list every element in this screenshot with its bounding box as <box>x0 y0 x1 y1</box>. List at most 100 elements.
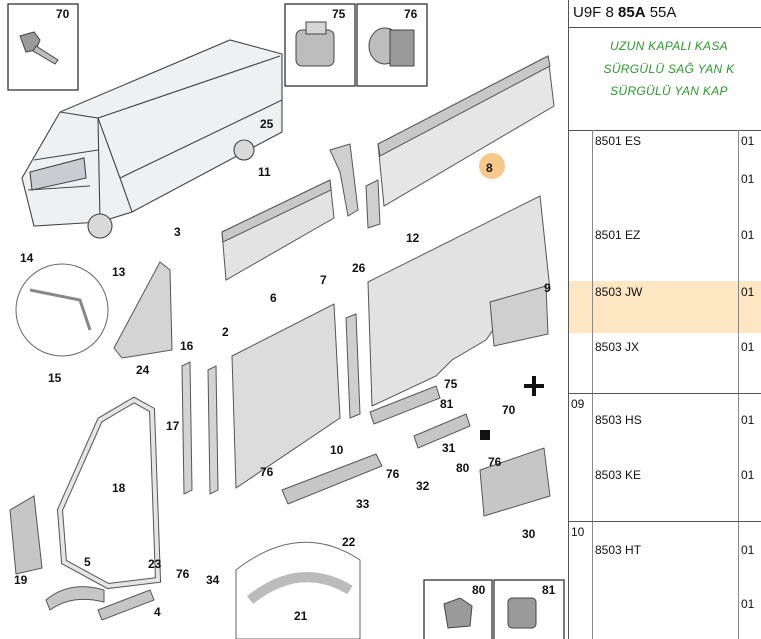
callout-34[interactable]: 34 <box>206 573 220 587</box>
callout-70-top: 70 <box>56 7 70 21</box>
callout-76-top: 76 <box>404 7 418 21</box>
roof-side-panel-12[interactable] <box>377 55 555 207</box>
parts-diagram: 70 75 76 <box>7 3 565 639</box>
row-8501EZ-code[interactable]: 8501 EZ <box>595 228 641 242</box>
row-8503HT-code[interactable]: 8503 HT <box>595 543 642 557</box>
post-2[interactable] <box>207 365 219 495</box>
highlighted-row <box>569 281 761 333</box>
callout-3[interactable]: 3 <box>174 225 181 239</box>
callout-10[interactable]: 10 <box>330 443 344 457</box>
callout-80[interactable]: 80 <box>456 461 470 475</box>
row-8501ES-v2: 01 <box>741 172 755 186</box>
wheel-arch-5[interactable] <box>45 586 105 611</box>
callout-26[interactable]: 26 <box>352 261 366 275</box>
callout-14[interactable]: 14 <box>20 251 34 265</box>
callout-22[interactable]: 22 <box>342 535 356 549</box>
panel-30[interactable] <box>479 447 551 517</box>
callout-76-mid[interactable]: 76 <box>260 465 274 479</box>
sill-32[interactable] <box>413 413 471 449</box>
van-illustration <box>21 39 283 239</box>
section-divider-3 <box>569 521 761 522</box>
callout-15[interactable]: 15 <box>48 371 62 385</box>
callout-76-right[interactable]: 76 <box>488 455 502 469</box>
header-divider <box>569 27 761 28</box>
inset-box-81-bottom[interactable]: 81 <box>493 579 565 639</box>
inset-box-80-bottom[interactable]: 80 <box>423 579 493 639</box>
row-8503KE-v1: 01 <box>741 468 755 482</box>
post-16[interactable] <box>181 361 193 495</box>
inset-box-70[interactable]: 70 <box>7 3 79 91</box>
callout-80-bottom: 80 <box>472 583 486 597</box>
callout-12[interactable]: 12 <box>406 231 420 245</box>
callout-4[interactable]: 4 <box>154 605 161 619</box>
callout-9[interactable]: 9 <box>544 281 551 295</box>
row-8503HT-v1: 01 <box>741 543 755 557</box>
callout-13[interactable]: 13 <box>112 265 126 279</box>
column-divider-right <box>738 130 739 639</box>
bracket-26[interactable] <box>365 179 381 229</box>
callout-23[interactable]: 23 <box>148 557 162 571</box>
callout-17[interactable]: 17 <box>166 419 180 433</box>
panel-header: U9F 8 85A 55A <box>573 4 676 21</box>
section-divider-1 <box>569 130 761 131</box>
sliding-door-6[interactable] <box>231 303 341 489</box>
row-8503HT-v2: 01 <box>741 597 755 611</box>
row-8503KE-code[interactable]: 8503 KE <box>595 468 642 482</box>
title-line-1: UZUN KAPALI KASA <box>610 39 728 53</box>
title-line-2: SÜRGÜLÜ SAĞ YAN K <box>603 62 735 76</box>
callout-21[interactable]: 21 <box>294 609 308 623</box>
row-8503JW-v1: 01 <box>741 285 755 299</box>
sill-10[interactable] <box>369 385 441 425</box>
row-8503JX-code[interactable]: 8503 JX <box>595 340 640 354</box>
callout-7[interactable]: 7 <box>320 273 327 287</box>
callout-70[interactable]: 70 <box>502 403 516 417</box>
column-divider-left <box>592 130 593 639</box>
callout-25[interactable]: 25 <box>260 117 274 131</box>
frame-24[interactable] <box>56 396 162 590</box>
row-8503JW-code[interactable]: 8503 JW <box>595 285 643 299</box>
inset-box-76[interactable]: 76 <box>356 3 428 87</box>
parts-list-panel: U9F 8 85A 55A UZUN KAPALI KASA SÜRGÜLÜ S… <box>568 0 761 639</box>
strip-4[interactable] <box>97 589 155 621</box>
pillar-25[interactable] <box>329 143 359 217</box>
callout-16[interactable]: 16 <box>180 339 194 353</box>
callout-76-sill[interactable]: 76 <box>386 467 400 481</box>
row-8501ES-v1: 01 <box>741 134 755 148</box>
side-panel-11[interactable] <box>221 179 335 281</box>
pillar-19[interactable] <box>9 495 43 575</box>
callout-81[interactable]: 81 <box>440 397 454 411</box>
callout-75[interactable]: 75 <box>444 377 458 391</box>
callout-18[interactable]: 18 <box>112 481 126 495</box>
row-8503JX-v1: 01 <box>741 340 755 354</box>
pillar-3[interactable] <box>113 261 173 359</box>
row-8503HS-v1: 01 <box>741 413 755 427</box>
detail-circle-21 <box>235 541 361 639</box>
title-line-3: SÜRGÜLÜ YAN KAP <box>610 84 728 98</box>
callout-75-top: 75 <box>332 7 346 21</box>
row-8503HS-code[interactable]: 8503 HS <box>595 413 642 427</box>
panel-9[interactable] <box>489 285 549 347</box>
marker-square <box>480 430 490 440</box>
callout-31[interactable]: 31 <box>442 441 456 455</box>
callout-30[interactable]: 30 <box>522 527 536 541</box>
callout-76-low[interactable]: 76 <box>176 567 190 581</box>
callout-32[interactable]: 32 <box>416 479 430 493</box>
post-7[interactable] <box>345 313 361 419</box>
section-divider-2 <box>569 393 761 394</box>
callout-11[interactable]: 11 <box>258 165 271 179</box>
sill-33[interactable] <box>281 453 383 505</box>
callout-24[interactable]: 24 <box>136 363 150 377</box>
inset-box-75[interactable]: 75 <box>284 3 356 87</box>
callout-6[interactable]: 6 <box>270 291 277 305</box>
detail-circle-13 <box>15 263 109 357</box>
callout-2[interactable]: 2 <box>222 325 229 339</box>
callout-8[interactable]: 8 <box>486 161 493 175</box>
row-8501EZ-v1: 01 <box>741 228 755 242</box>
callout-19[interactable]: 19 <box>14 573 28 587</box>
callout-81-bottom: 81 <box>542 583 556 597</box>
row-8501ES-code[interactable]: 8501 ES <box>595 134 642 148</box>
group-label-10: 10 <box>571 525 585 539</box>
callout-33[interactable]: 33 <box>356 497 370 511</box>
callout-5[interactable]: 5 <box>84 555 91 569</box>
header-suffix: 55A <box>645 4 677 21</box>
